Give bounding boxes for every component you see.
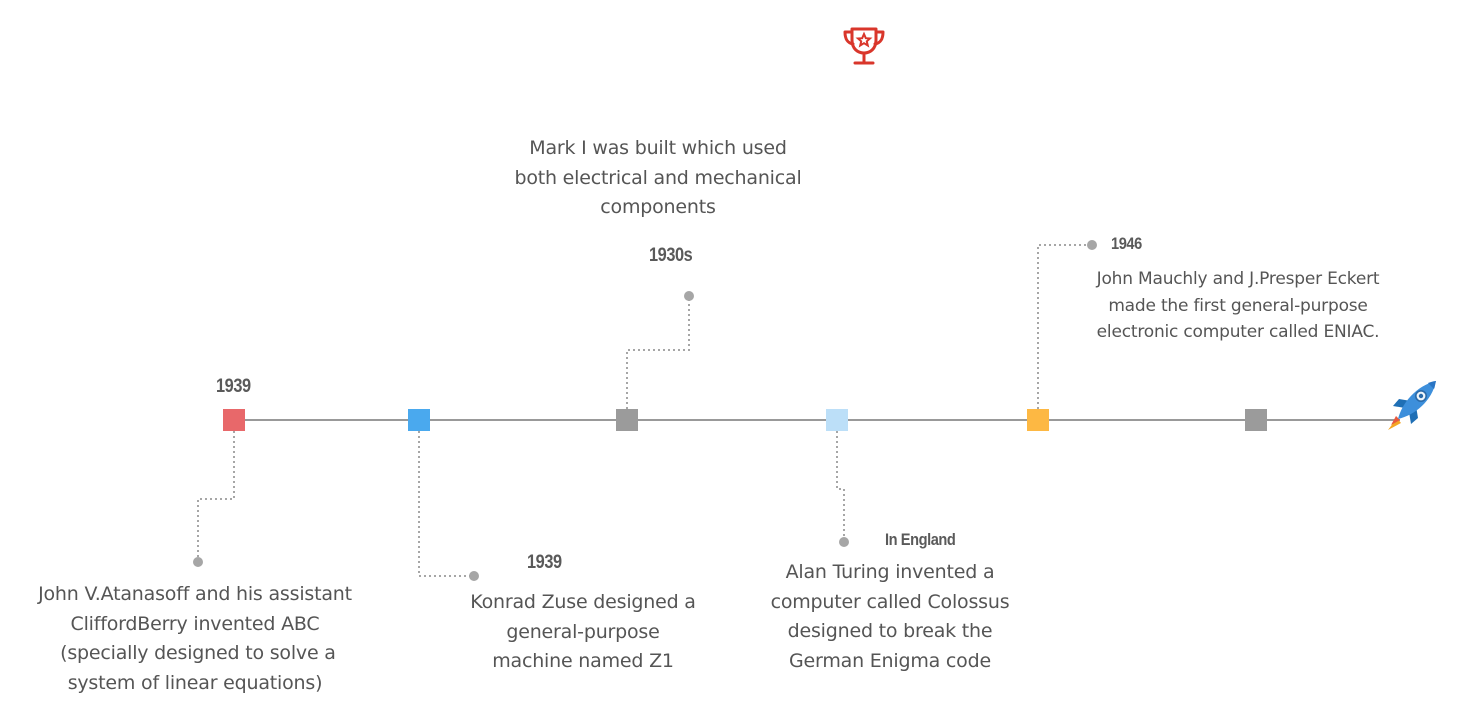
connector-dot-2: [469, 571, 479, 581]
connector-dot-3: [684, 291, 694, 301]
event-3-line-2: both electrical and mechanical: [514, 166, 802, 189]
event-4-line-4: German Enigma code: [789, 649, 991, 672]
event-2-label: 1939: [527, 552, 562, 573]
marker-5: [1027, 409, 1049, 431]
event-5-label: 1946: [1111, 234, 1142, 253]
connector-3: [626, 296, 690, 409]
connector-dot-4: [839, 537, 849, 547]
event-3-line-3: components: [600, 196, 716, 218]
marker-3: [616, 409, 638, 431]
event-4-description: Alan Turing invented a computer called C…: [752, 558, 1028, 676]
event-3-description: Mark I was built which used both electri…: [498, 134, 818, 223]
event-3-label: 1930s: [649, 245, 693, 266]
connector-2: [418, 431, 473, 577]
event-2-line-2: general-purpose: [506, 620, 660, 643]
event-3-line-1: Mark I was built which used: [529, 137, 787, 159]
event-1-line-3: (specially designed to solve a: [54, 642, 336, 664]
event-4-line-2: computer called Colossus: [770, 590, 1010, 613]
event-5-line-2: made the first general-purpose: [1108, 295, 1368, 316]
event-2-line-1: Konrad Zuse designed a: [470, 591, 696, 613]
marker-1: [223, 409, 245, 431]
marker-4: [826, 409, 848, 431]
rocket-icon: [1388, 381, 1436, 430]
event-1-label: 1939: [216, 376, 251, 397]
connector-4: [836, 431, 845, 541]
event-5-line-1: John Mauchly and J.Presper Eckert: [1096, 269, 1380, 289]
event-4-label: In England: [885, 530, 956, 549]
event-5-line-3: electronic computer called ENIAC.: [1096, 322, 1380, 342]
connector-1: [197, 431, 235, 561]
event-1-description: John V.Atanasoff and his assistant Cliff…: [20, 580, 370, 698]
event-1-line-2: CliffordBerry invented ABC: [70, 612, 320, 635]
trophy-icon: [843, 27, 885, 65]
event-4-line-1: Alan Turing invented a: [785, 561, 995, 583]
event-1-line-4: system of linear equations): [67, 671, 323, 694]
marker-6: [1245, 409, 1267, 431]
event-4-line-3: designed to break the: [787, 620, 993, 642]
marker-2: [408, 409, 430, 431]
event-5-description: John Mauchly and J.Presper Eckert made t…: [1082, 266, 1394, 346]
event-2-description: Konrad Zuse designed a general-purpose m…: [448, 588, 718, 677]
event-1-line-1: John V.Atanasoff and his assistant: [38, 583, 352, 605]
event-2-line-3: machine named Z1: [492, 650, 674, 672]
connector-dot-1: [193, 557, 203, 567]
connector-dot-5: [1087, 240, 1097, 250]
